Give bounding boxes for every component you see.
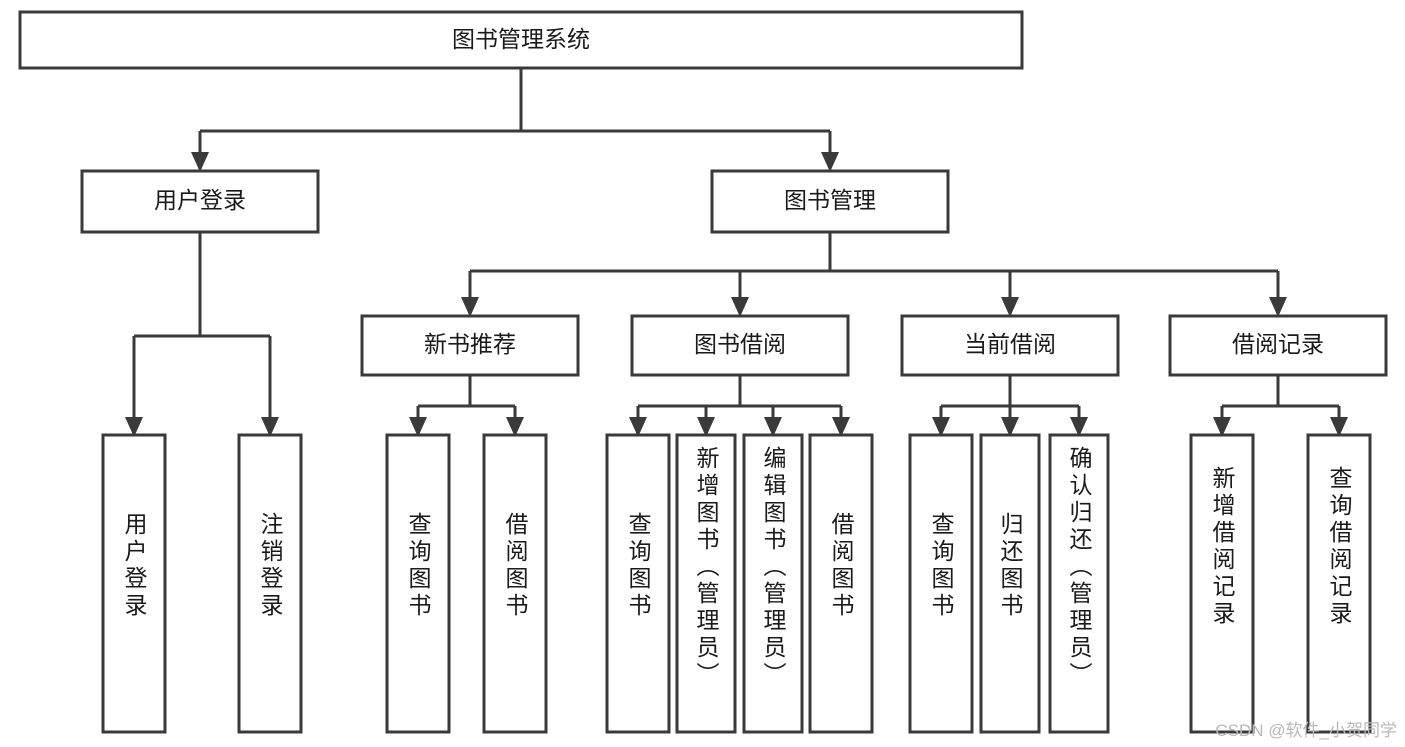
connector-new-book-recommend-to-leaves — [409, 375, 524, 437]
node-leaf-borrow-book-1[interactable]: 借阅图书 — [482, 433, 548, 734]
connector-borrow-record-to-leaves — [1213, 375, 1348, 437]
node-user-login-label: 用户登录 — [154, 187, 246, 213]
node-leaf-add-book[interactable]: 新增图书（管理员） — [675, 433, 737, 734]
node-book-management-label: 图书管理 — [784, 187, 876, 213]
connector-current-borrow-to-leaves — [932, 375, 1088, 437]
node-leaf-query-book-1-label: 查询图书 — [405, 512, 432, 620]
node-leaf-query-book-2-label: 查询图书 — [625, 512, 652, 620]
node-leaf-confirm-return-label: 确认归还（管理员） — [1066, 446, 1093, 689]
node-leaf-user-login[interactable]: 用户登录 — [101, 433, 167, 734]
node-leaf-logout[interactable]: 注销登录 — [237, 433, 303, 734]
node-leaf-logout-label: 注销登录 — [257, 512, 284, 620]
node-leaf-query-record-label: 查询借阅记录 — [1326, 466, 1353, 628]
connector-book-borrow-to-leaves — [629, 375, 850, 437]
node-user-login[interactable]: 用户登录 — [80, 169, 320, 234]
node-leaf-edit-book[interactable]: 编辑图书（管理员） — [742, 433, 804, 734]
node-current-borrow[interactable]: 当前借阅 — [900, 314, 1120, 377]
connector-user-login-to-leaves — [125, 232, 279, 437]
node-leaf-query-book-1[interactable]: 查询图书 — [385, 433, 451, 734]
node-book-borrow-label: 图书借阅 — [694, 331, 786, 357]
node-leaf-query-record[interactable]: 查询借阅记录 — [1306, 433, 1372, 734]
node-current-borrow-label: 当前借阅 — [964, 331, 1056, 357]
node-new-book-recommend[interactable]: 新书推荐 — [360, 314, 580, 377]
node-leaf-add-book-label: 新增图书（管理员） — [693, 446, 720, 689]
node-leaf-borrow-book-2-label: 借阅图书 — [828, 512, 855, 620]
node-leaf-query-book-2[interactable]: 查询图书 — [605, 433, 671, 734]
connector-book-management-to-level2 — [461, 232, 1287, 317]
node-root-label: 图书管理系统 — [452, 26, 590, 52]
node-book-borrow[interactable]: 图书借阅 — [630, 314, 850, 377]
node-leaf-borrow-book-1-label: 借阅图书 — [502, 512, 529, 620]
node-leaf-query-book-3[interactable]: 查询图书 — [908, 433, 974, 734]
node-borrow-record[interactable]: 借阅记录 — [1168, 314, 1388, 377]
connector-root-to-level1 — [191, 68, 839, 172]
node-leaf-add-record-label: 新增借阅记录 — [1209, 466, 1236, 628]
node-leaf-borrow-book-2[interactable]: 借阅图书 — [808, 433, 874, 734]
node-borrow-record-label: 借阅记录 — [1232, 331, 1324, 357]
node-leaf-return-book-label: 归还图书 — [997, 512, 1024, 620]
node-leaf-confirm-return[interactable]: 确认归还（管理员） — [1048, 433, 1110, 734]
node-book-management[interactable]: 图书管理 — [710, 169, 950, 234]
node-leaf-add-record[interactable]: 新增借阅记录 — [1189, 433, 1255, 734]
node-new-book-recommend-label: 新书推荐 — [424, 331, 516, 357]
node-root[interactable]: 图书管理系统 — [18, 10, 1024, 70]
node-leaf-user-login-label: 用户登录 — [121, 512, 148, 620]
node-leaf-edit-book-label: 编辑图书（管理员） — [760, 446, 787, 689]
node-leaf-query-book-3-label: 查询图书 — [928, 512, 955, 620]
node-leaf-return-book[interactable]: 归还图书 — [979, 433, 1041, 734]
